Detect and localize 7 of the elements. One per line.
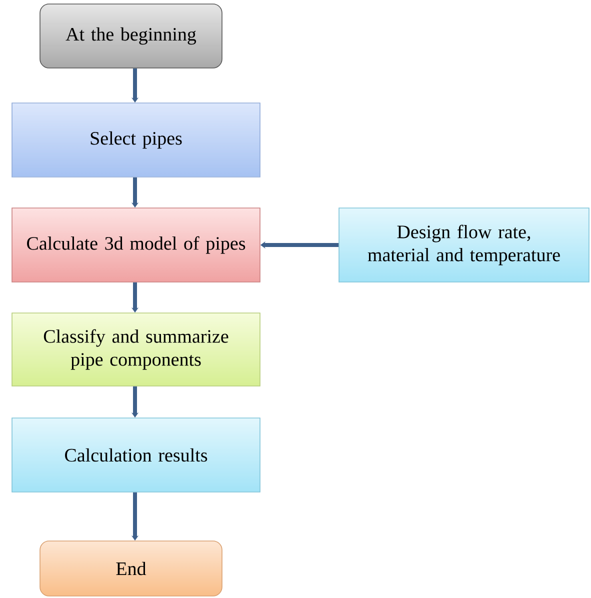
process-box: Calculation results <box>12 418 260 492</box>
process-box: Classify and summarize pipe components <box>12 312 260 386</box>
start-box: At the beginning <box>40 4 222 68</box>
process-box: Select pipes <box>12 102 260 178</box>
end-box: End <box>40 540 222 596</box>
process-box: Calculate 3d model of pipes <box>12 208 260 282</box>
input-box: Design flow rate, material and temperature <box>338 208 590 282</box>
